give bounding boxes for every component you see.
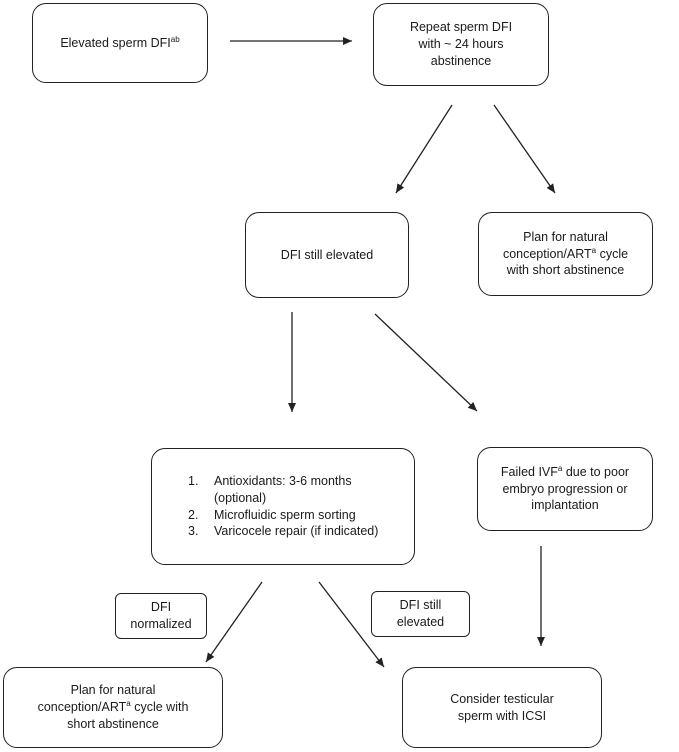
- label-dfi-still-elevated-text: DFI still elevated: [396, 598, 445, 629]
- node-plan-natural-top-sup: a: [591, 245, 597, 255]
- node-plan-natural-top-pre: Plan for natural conception/ART: [502, 229, 608, 261]
- label-dfi-normalized-text: DFI normalized: [130, 600, 192, 631]
- node-failed-ivf-pre: Failed IVF: [500, 464, 558, 479]
- node-plan-natural-bottom-pre: Plan for natural conception/ART: [37, 683, 156, 715]
- node-repeat-dfi-text: Repeat sperm DFI with ~ 24 hours abstine…: [409, 20, 513, 68]
- treatment-item-number: 3.: [188, 524, 199, 539]
- treatment-item: 3. Varicocele repair (if indicated): [188, 523, 400, 540]
- treatment-list: 1. Antioxidants: 3-6 months (optional) 2.…: [188, 473, 400, 541]
- node-dfi-still-elevated: DFI still elevated: [245, 212, 409, 298]
- treatment-item-text: Varicocele repair (if indicated): [214, 524, 379, 539]
- node-failed-ivf-sup: a: [557, 463, 563, 473]
- arrow-treatments-to-plan-natural: [205, 581, 263, 663]
- node-plan-natural-bottom: Plan for natural conception/ARTa cycle w…: [3, 667, 223, 748]
- node-failed-ivf: Failed IVFa due to poor embryo progressi…: [477, 447, 653, 531]
- node-dfi-still-elevated-text: DFI still elevated: [280, 247, 374, 262]
- node-testicular-sperm: Consider testicular sperm with ICSI: [402, 667, 602, 748]
- label-dfi-still-elevated: DFI still elevated: [371, 591, 470, 637]
- node-plan-natural-bottom-sup: a: [126, 698, 131, 708]
- arrow-repeat-to-plan-natural: [493, 104, 556, 194]
- treatment-item-number: 2.: [188, 507, 199, 522]
- treatment-item-text: Microfluidic sperm sorting: [214, 507, 356, 522]
- node-plan-natural-top-post: cycle with short abstinence: [506, 246, 629, 278]
- node-treatments: 1. Antioxidants: 3-6 months (optional) 2.…: [151, 448, 415, 565]
- treatment-item-text: Antioxidants: 3-6 months (optional): [214, 473, 352, 505]
- node-plan-natural-bottom-post: cycle with short abstinence: [67, 700, 189, 731]
- node-testicular-sperm-text: Consider testicular sperm with ICSI: [450, 691, 554, 723]
- node-failed-ivf-post: due to poor embryo progression or implan…: [502, 464, 630, 513]
- treatment-item: 1. Antioxidants: 3-6 months (optional): [188, 473, 400, 507]
- treatment-item: 2. Microfluidic sperm sorting: [188, 507, 400, 524]
- node-elevated-dfi-sup: ab: [170, 34, 180, 44]
- arrow-repeat-to-still-elevated: [395, 104, 453, 194]
- arrow-treatments-to-testicular: [318, 581, 385, 668]
- node-repeat-dfi: Repeat sperm DFI with ~ 24 hours abstine…: [373, 3, 549, 86]
- label-dfi-normalized: DFI normalized: [115, 593, 207, 639]
- node-plan-natural-top: Plan for natural conception/ARTa cycle w…: [478, 212, 653, 296]
- node-elevated-dfi: Elevated sperm DFIab: [32, 3, 208, 83]
- arrow-still-elevated-to-failed-ivf: [374, 313, 478, 412]
- node-elevated-dfi-text: Elevated sperm DFI: [60, 35, 171, 50]
- treatment-item-number: 1.: [188, 473, 199, 488]
